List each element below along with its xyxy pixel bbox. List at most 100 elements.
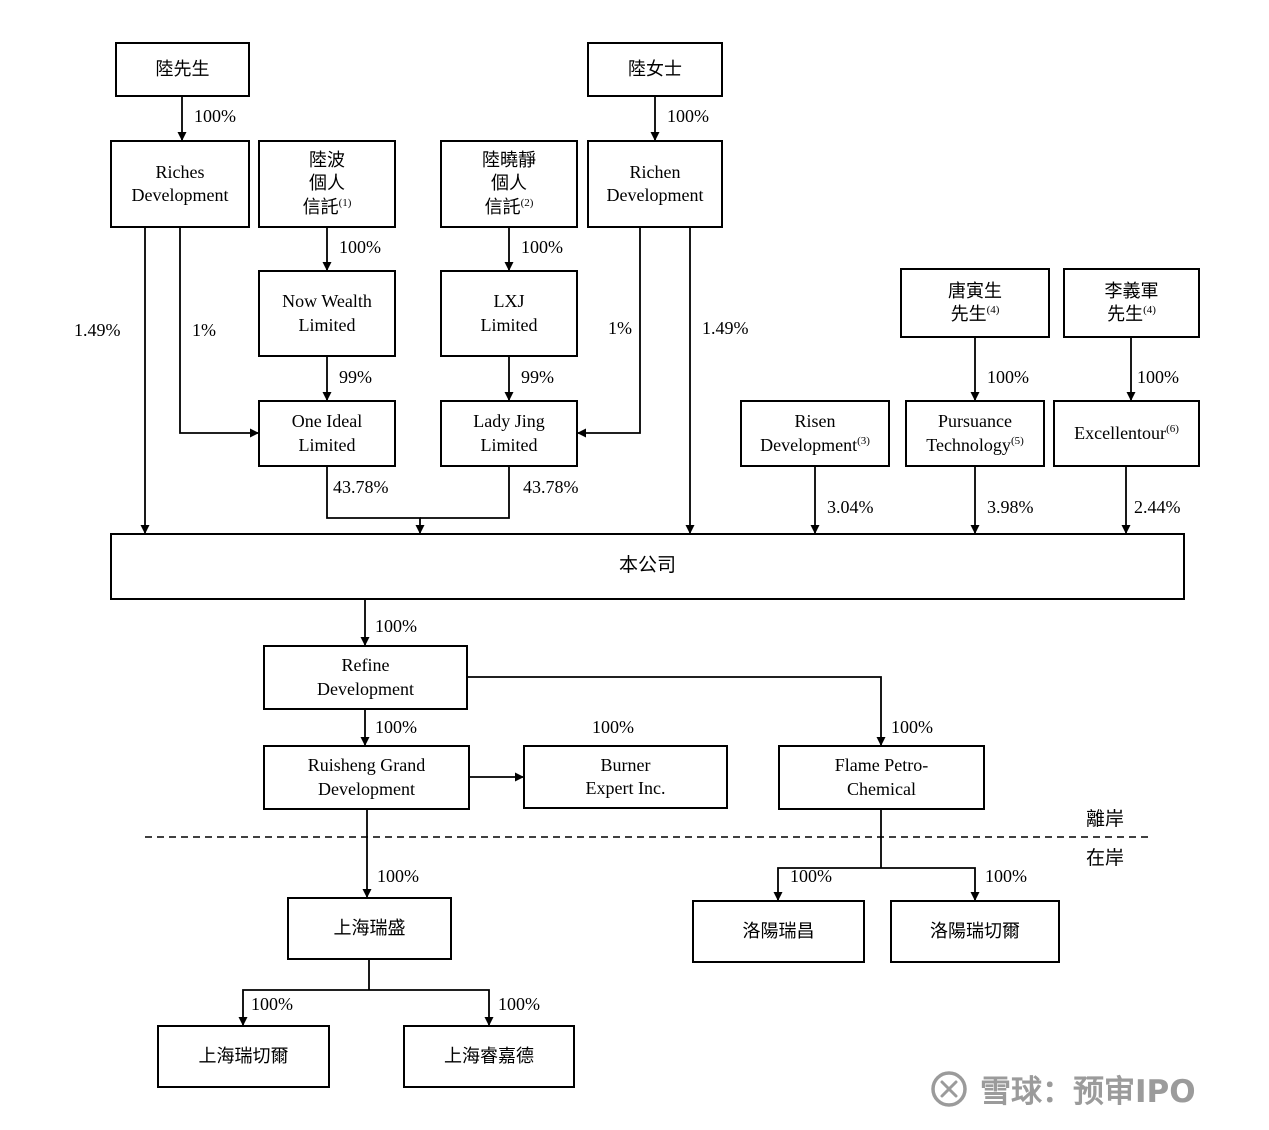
node-excellentour-label: Excellentour(6) — [1074, 422, 1179, 445]
node-burner-expert: Burner Expert Inc. — [523, 745, 728, 809]
edge-label-luxiaojing-lxj: 100% — [521, 237, 563, 257]
watermark: 雪球：预审IPO — [928, 1066, 1196, 1111]
edge-label-richen-company: 1.49% — [702, 318, 749, 338]
node-refine-development: Refine Development — [263, 645, 468, 710]
node-luoyang-ruichang-label: 洛陽瑞昌 — [742, 920, 815, 941]
node-luoyang-ruiqieer: 洛陽瑞切爾 — [890, 900, 1060, 963]
node-now-wealth-label: Now Wealth Limited — [282, 291, 372, 335]
node-pursuance-text: Pursuance Technology — [926, 411, 1012, 455]
node-company: 本公司 — [110, 533, 1185, 600]
node-mr-li-footnote: (4) — [1143, 304, 1156, 316]
node-riches-development: Riches Development — [110, 140, 250, 228]
edge-label-lxj-ladyjing: 99% — [521, 367, 554, 387]
edge-oneideal-company — [326, 467, 425, 534]
edge-label-refine-ruisheng: 100% — [375, 717, 417, 737]
edge-label-tang-pursuance: 100% — [987, 367, 1029, 387]
node-shanghai-ruijiade-label: 上海睿嘉德 — [444, 1045, 534, 1066]
edge-ladyjing-merge — [420, 467, 510, 519]
edge-shruisheng-shruijiade — [369, 989, 494, 1026]
node-risen-label: Risen Development(3) — [742, 410, 888, 457]
node-lxj-label: LXJ Limited — [480, 291, 538, 335]
node-burner-label: Burner Expert Inc. — [585, 754, 666, 798]
node-excellentour-footnote: (6) — [1166, 422, 1179, 435]
edge-label-ruisheng-shanghairuisheng: 100% — [377, 866, 419, 886]
node-ruisheng-grand: Ruisheng Grand Development — [263, 745, 470, 810]
edge-label-shanghairuisheng-ruiqieer: 100% — [251, 994, 293, 1014]
node-risen-development: Risen Development(3) — [740, 400, 890, 467]
node-lxj-limited: LXJ Limited — [440, 270, 578, 357]
node-now-wealth: Now Wealth Limited — [258, 270, 396, 357]
node-luxiaojing-trust-footnote: (2) — [520, 196, 534, 209]
edge-label-nowwealth-oneideal: 99% — [339, 367, 372, 387]
edge-label-shanghairuisheng-ruijiade: 100% — [498, 994, 540, 1014]
node-riches-label: Riches Development — [131, 161, 229, 205]
node-richen-development: Richen Development — [587, 140, 723, 228]
edge-label-pursuance-company: 3.98% — [987, 497, 1034, 517]
node-shanghai-ruisheng-label: 上海瑞盛 — [333, 917, 406, 938]
edge-label-ladyjing-company: 43.78% — [523, 477, 579, 497]
onshore-label: 在岸 — [1086, 848, 1125, 869]
node-one-ideal-label: One Ideal Limited — [291, 411, 363, 455]
node-ms-lu-label: 陸女士 — [628, 58, 682, 79]
edge-label-oneideal-company: 43.78% — [333, 477, 389, 497]
node-mr-tang: 唐寅生 先生(4) — [900, 268, 1050, 338]
node-lady-jing-label: Lady Jing Limited — [473, 411, 545, 455]
node-shanghai-ruijiade: 上海睿嘉德 — [403, 1025, 575, 1088]
node-luxiaojing-trust-text: 陸曉靜 個人 信託 — [482, 149, 536, 217]
node-shanghai-ruiqieer-label: 上海瑞切爾 — [198, 1045, 289, 1066]
watermark-text: 雪球：预审IPO — [980, 1074, 1196, 1110]
edge-label-flame-luoyangruiqieer: 100% — [985, 866, 1027, 886]
node-risen-text: Risen Development — [760, 411, 858, 455]
edge-riches-oneideal — [179, 228, 259, 438]
node-risen-footnote: (3) — [857, 434, 870, 447]
edge-label-ruisheng-burner: 100% — [592, 717, 634, 737]
edge-label-richen-ladyjing: 1% — [608, 318, 632, 338]
node-pursuance-label: Pursuance Technology(5) — [926, 410, 1024, 457]
node-refine-label: Refine Development — [317, 655, 414, 699]
node-mr-tang-text: 唐寅生 先生 — [948, 280, 1002, 324]
node-company-label: 本公司 — [618, 555, 676, 577]
edge-flame-lyruichang — [773, 867, 881, 901]
node-mr-tang-label: 唐寅生 先生(4) — [948, 280, 1002, 327]
node-mr-tang-footnote: (4) — [986, 304, 1000, 316]
edge-label-risen-company: 3.04% — [827, 497, 874, 517]
edge-flame-lyruiqieer — [881, 867, 980, 901]
node-mr-lu: 陸先生 — [115, 42, 250, 97]
offshore-label: 離岸 — [1086, 809, 1125, 830]
xueqiu-logo-icon — [931, 1070, 967, 1107]
node-mr-lu-label: 陸先生 — [155, 58, 210, 79]
node-luxiaojing-trust-label: 陸曉靜 個人 信託(2) — [482, 149, 536, 219]
node-richen-label: Richen Development — [606, 161, 704, 205]
node-lubo-trust-label: 陸波 個人 信託(1) — [303, 149, 352, 219]
edge-shruisheng-shruiqieer — [238, 989, 369, 1026]
edge-label-li-excellentour: 100% — [1137, 367, 1179, 387]
edge-label-riches-company: 1.49% — [74, 320, 121, 340]
edge-refine-flame — [468, 676, 886, 746]
node-pursuance-technology: Pursuance Technology(5) — [905, 400, 1045, 467]
node-pursuance-footnote: (5) — [1010, 434, 1024, 447]
node-lubo-trust-text: 陸波 個人 信託 — [302, 149, 345, 217]
node-lubo-trust-footnote: (1) — [338, 196, 352, 209]
edge-label-mrlu-riches: 100% — [194, 106, 236, 126]
edge-label-lubo-nowwealth: 100% — [339, 237, 381, 257]
edge-label-flame-luoyangruichang: 100% — [790, 866, 832, 886]
node-lady-jing: Lady Jing Limited — [440, 400, 578, 467]
node-shanghai-ruisheng: 上海瑞盛 — [287, 897, 452, 960]
node-luoyang-ruiqieer-label: 洛陽瑞切爾 — [930, 920, 1020, 941]
node-luoyang-ruichang: 洛陽瑞昌 — [692, 900, 865, 963]
node-excellentour-text: Excellentour — [1074, 422, 1167, 443]
node-luxiaojing-trust: 陸曉靜 個人 信託(2) — [440, 140, 578, 228]
edge-label-refine-flame: 100% — [891, 717, 933, 737]
node-shanghai-ruiqieer: 上海瑞切爾 — [157, 1025, 330, 1088]
node-mr-li: 李義軍 先生(4) — [1063, 268, 1200, 338]
node-one-ideal: One Ideal Limited — [258, 400, 396, 467]
node-flame-petrochemical: Flame Petro- Chemical — [778, 745, 985, 810]
node-mr-li-label: 李義軍 先生(4) — [1105, 280, 1159, 327]
edge-label-company-refine: 100% — [375, 616, 417, 636]
edge-label-mslu-richen: 100% — [667, 106, 709, 126]
edge-label-excellentour-company: 2.44% — [1134, 497, 1181, 517]
node-lubo-trust: 陸波 個人 信託(1) — [258, 140, 396, 228]
edge-richen-ladyjing — [577, 228, 641, 438]
edge-label-riches-oneideal: 1% — [192, 320, 216, 340]
